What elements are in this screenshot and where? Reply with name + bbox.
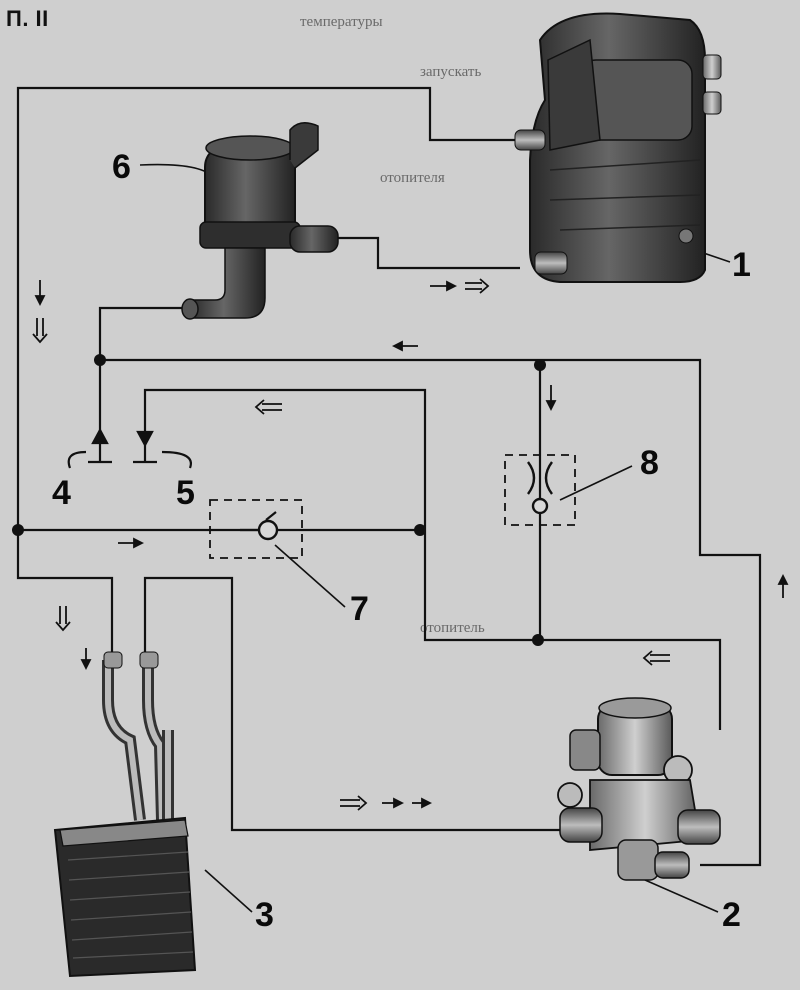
junction-dot <box>94 354 106 366</box>
junction-dot <box>12 524 24 536</box>
arrow-icon <box>545 385 557 412</box>
label-1: 1 <box>732 246 751 284</box>
junction-dot <box>532 634 544 646</box>
pipe-branch-5 <box>143 388 540 642</box>
background-text: температуры <box>300 14 383 30</box>
arrow-up-icon <box>91 427 109 445</box>
label-4: 4 <box>52 474 71 512</box>
pipelines <box>16 86 762 867</box>
double-arrow-icon <box>32 318 48 344</box>
label-7: 7 <box>350 590 369 628</box>
pipe-to-valve-2 <box>540 638 722 730</box>
heater-core-radiator-icon <box>53 651 197 978</box>
double-arrow-icon <box>55 606 71 632</box>
flow-arrows <box>32 278 789 811</box>
tap-4 <box>67 427 112 469</box>
label-3: 3 <box>255 896 274 934</box>
junction-dot <box>414 524 426 536</box>
arrow-icon <box>412 797 433 809</box>
pipe-line-360 <box>100 358 762 867</box>
pipe-pump-inlet <box>98 306 200 360</box>
label-8: 8 <box>640 444 659 482</box>
valve-7 <box>209 499 303 559</box>
arrow-icon <box>80 648 92 671</box>
double-arrow-icon <box>340 795 368 811</box>
figure-label: П. II <box>6 6 49 31</box>
arrow-icon <box>382 797 405 809</box>
double-arrow-icon <box>254 399 282 415</box>
double-arrow-icon <box>642 650 670 666</box>
label-2: 2 <box>722 896 741 934</box>
arrow-icon <box>391 340 418 352</box>
arrow-icon <box>34 280 46 307</box>
junction-dot <box>534 359 546 371</box>
label-6: 6 <box>112 148 131 186</box>
arrow-down-icon <box>136 430 154 448</box>
junction-dots <box>12 354 546 646</box>
heater-unit-icon <box>514 12 722 283</box>
heater-valve-icon <box>557 697 721 881</box>
pipe-right-core <box>143 576 560 832</box>
arrow-icon <box>430 280 458 292</box>
pipe-pump-to-heater <box>335 236 520 270</box>
double-arrow-icon <box>465 278 490 294</box>
arrow-icon <box>118 537 145 549</box>
background-text: отопитель <box>420 620 485 636</box>
pipe-left-core <box>16 530 114 660</box>
tap-5 <box>133 430 192 469</box>
label-5: 5 <box>176 474 195 512</box>
background-text: запускать <box>420 64 482 80</box>
electric-pump-icon <box>181 122 339 320</box>
pipe-top-loop <box>16 86 525 530</box>
background-text: отопителя <box>380 170 445 186</box>
check-valve-8 <box>504 454 576 526</box>
arrow-icon <box>777 573 789 598</box>
